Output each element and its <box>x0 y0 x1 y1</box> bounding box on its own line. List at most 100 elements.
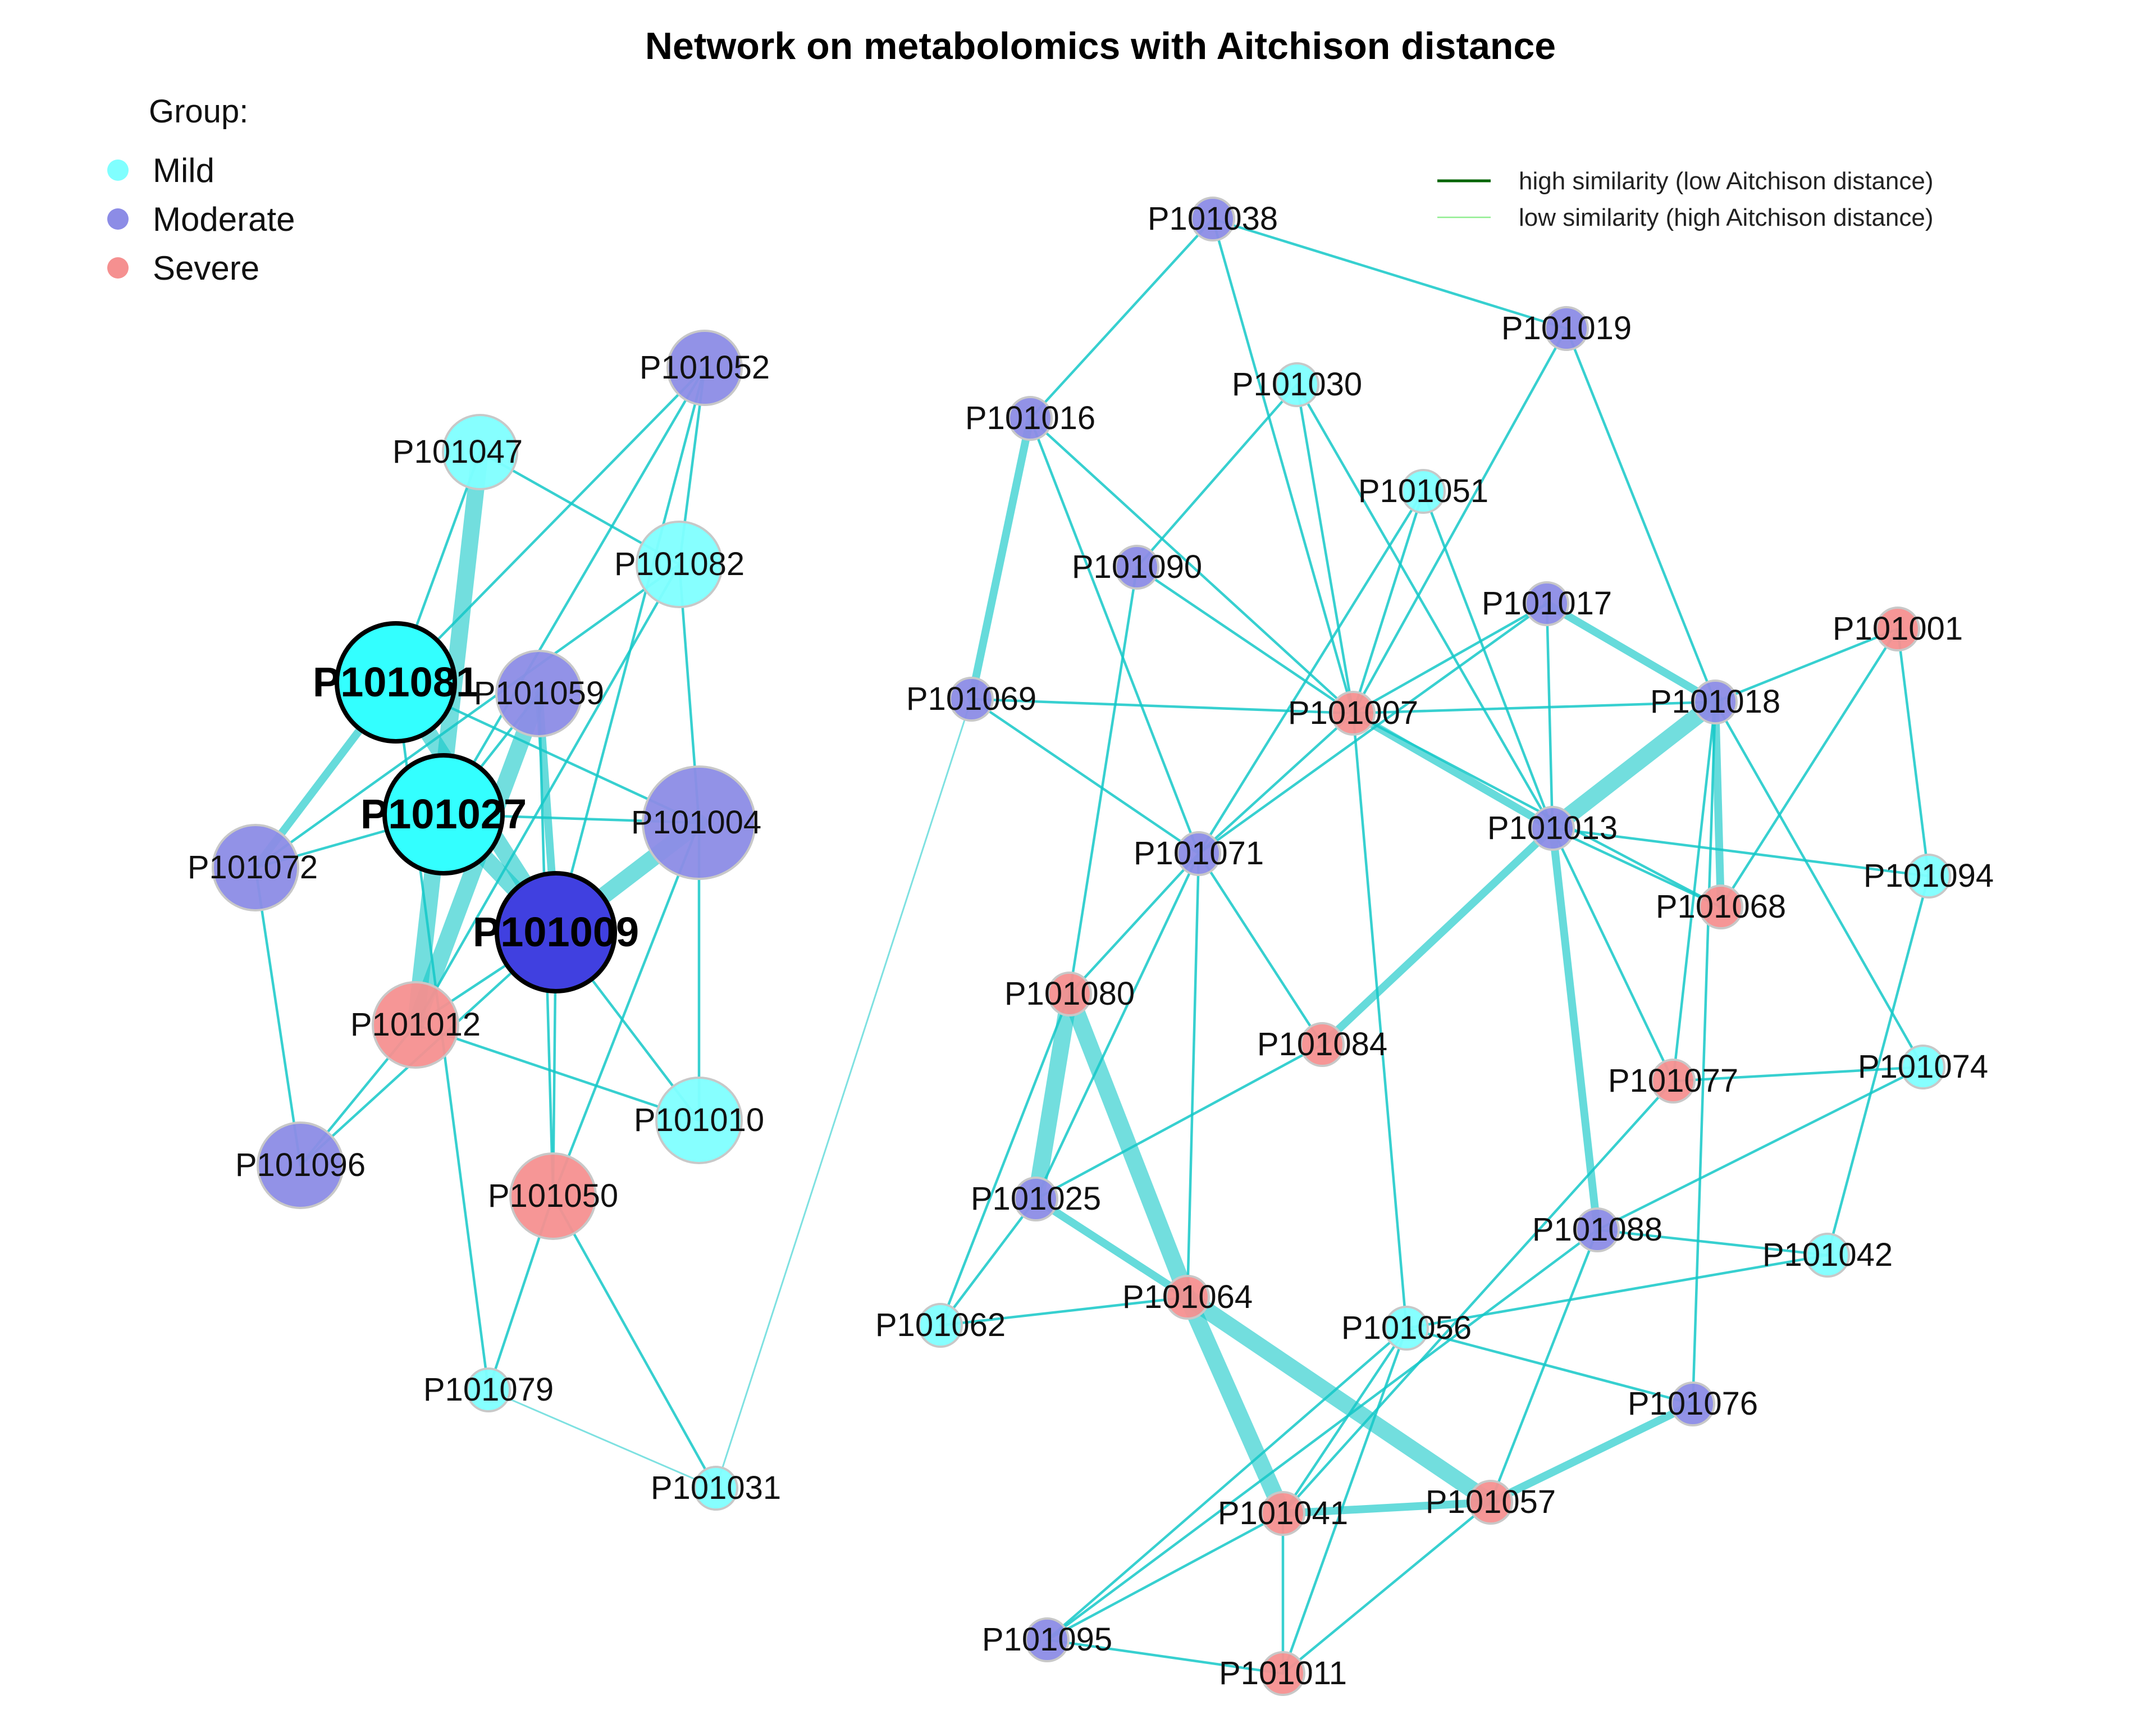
edge-P101064-P101062 <box>939 1296 1189 1327</box>
node-P101088[interactable] <box>1575 1207 1620 1252</box>
edge-P101080-P101064 <box>1061 986 1196 1306</box>
edge-P101050-P101031 <box>551 1194 718 1490</box>
edge-P101018-P101076 <box>1691 700 1717 1406</box>
node-label-P101056: P101056 <box>1341 1310 1472 1346</box>
node-label-P101001: P101001 <box>1833 610 1963 647</box>
legend-swatch-mild <box>107 159 129 181</box>
node-P101016[interactable] <box>1008 396 1053 441</box>
edge-P101071-P101080 <box>1068 852 1200 996</box>
edge-P101064-P101057 <box>1179 1289 1499 1511</box>
node-label-P101050: P101050 <box>488 1178 618 1214</box>
node-P101004[interactable] <box>642 765 756 880</box>
edge-P101051-P101007 <box>1351 490 1425 715</box>
node-P101080[interactable] <box>1047 972 1092 1016</box>
edge-P101064-P101041 <box>1179 1289 1291 1522</box>
node-label-P101071: P101071 <box>1134 835 1264 872</box>
node-P101069[interactable] <box>949 677 994 722</box>
node-P101081[interactable] <box>335 621 457 744</box>
node-P101068[interactable] <box>1698 884 1743 929</box>
edge-P101076-P101057 <box>1487 1400 1697 1506</box>
node-P101019[interactable] <box>1544 306 1589 351</box>
edge-P101001-P101068 <box>1719 627 1899 909</box>
node-P101018[interactable] <box>1693 680 1738 724</box>
node-label-P101057: P101057 <box>1426 1484 1556 1520</box>
node-P101082[interactable] <box>636 521 723 608</box>
edge-P101095-P101011 <box>1045 1638 1285 1675</box>
edge-P101088-P101042 <box>1596 1228 1829 1257</box>
edge-P101056-P101041 <box>1281 1326 1408 1515</box>
edge-P101025-P101062 <box>939 1197 1038 1327</box>
node-P101062[interactable] <box>918 1303 963 1348</box>
group-legend: Group: Mild Moderate Severe <box>107 93 295 287</box>
edge-P101057-P101041 <box>1279 1498 1495 1517</box>
node-P101071[interactable] <box>1176 831 1221 876</box>
node-label-P101052: P101052 <box>640 349 770 386</box>
node-P101052[interactable] <box>666 330 743 406</box>
edge-P101018-P101001 <box>1714 627 1899 704</box>
node-P101094[interactable] <box>1906 854 1951 899</box>
node-P101025[interactable] <box>1013 1177 1058 1221</box>
node-P101047[interactable] <box>442 414 518 490</box>
edge-P101007-P101068 <box>1351 712 1723 909</box>
edge-P101001-P101094 <box>1896 627 1930 878</box>
edge-P101017-P101013 <box>1545 602 1554 830</box>
node-label-P101088: P101088 <box>1532 1211 1662 1248</box>
node-P101038[interactable] <box>1190 197 1235 241</box>
legend-swatch-severe <box>107 257 129 279</box>
node-P101042[interactable] <box>1805 1233 1850 1278</box>
edge-P101051-P101071 <box>1197 490 1425 855</box>
edge-P101088-P101057 <box>1489 1228 1599 1504</box>
node-P101064[interactable] <box>1165 1275 1210 1320</box>
node-P101095[interactable] <box>1025 1617 1070 1662</box>
edge-P101077-P101041 <box>1281 1079 1675 1515</box>
edge-P101007-P101013 <box>1349 709 1556 832</box>
node-P101074[interactable] <box>1901 1045 1945 1089</box>
node-label-P101010: P101010 <box>634 1102 764 1138</box>
edge-P101041-P101095 <box>1045 1512 1285 1642</box>
edge-P101007-P101071 <box>1197 712 1355 855</box>
edge-P101057-P101011 <box>1281 1501 1492 1675</box>
node-P101013[interactable] <box>1530 806 1575 851</box>
node-P101072[interactable] <box>212 824 299 911</box>
edge-P101016-P101071 <box>1029 417 1200 855</box>
node-P101031[interactable] <box>693 1466 738 1511</box>
node-P101059[interactable] <box>495 650 583 737</box>
node-P101001[interactable] <box>1875 607 1920 651</box>
node-P101012[interactable] <box>372 981 459 1069</box>
node-P101027[interactable] <box>382 753 505 876</box>
node-P101007[interactable] <box>1331 691 1376 736</box>
edge-P101012-P101010 <box>414 1023 701 1122</box>
edge-P101038-P101016 <box>1029 217 1214 420</box>
edge-P101071-P101025 <box>1034 852 1200 1201</box>
edge-P101051-P101013 <box>1422 490 1554 830</box>
node-P101051[interactable] <box>1401 469 1446 514</box>
node-label-P101095: P101095 <box>982 1621 1112 1658</box>
node-label-P101025: P101025 <box>971 1180 1101 1217</box>
node-P101096[interactable] <box>257 1121 344 1209</box>
edge-P101079-P101031 <box>487 1389 717 1489</box>
node-P101056[interactable] <box>1384 1306 1429 1351</box>
node-P101009[interactable] <box>495 871 617 993</box>
edge-P101071-P101084 <box>1197 852 1324 1046</box>
node-P101077[interactable] <box>1651 1059 1696 1104</box>
node-P101017[interactable] <box>1524 581 1569 626</box>
node-label-P101062: P101062 <box>875 1307 1006 1343</box>
node-P101050[interactable] <box>509 1152 597 1240</box>
node-P101010[interactable] <box>655 1077 743 1164</box>
node-P101090[interactable] <box>1114 545 1159 590</box>
edge-legend-label-high: high similarity (low Aitchison distance) <box>1519 167 1934 195</box>
node-label-P101038: P101038 <box>1148 200 1278 237</box>
edge-P101013-P101084 <box>1318 824 1556 1048</box>
edge-P101025-P101064 <box>1032 1195 1191 1301</box>
node-P101057[interactable] <box>1468 1480 1513 1525</box>
node-P101079[interactable] <box>466 1367 511 1412</box>
node-P101011[interactable] <box>1260 1651 1305 1696</box>
edge-P101056-P101011 <box>1281 1326 1408 1675</box>
node-P101084[interactable] <box>1300 1022 1345 1067</box>
node-P101041[interactable] <box>1260 1491 1305 1536</box>
node-label-P101047: P101047 <box>392 434 523 470</box>
node-label-P101007: P101007 <box>1288 695 1418 731</box>
node-P101030[interactable] <box>1275 362 1319 407</box>
edge-P101052-P101081 <box>394 366 706 684</box>
node-P101076[interactable] <box>1670 1382 1715 1426</box>
